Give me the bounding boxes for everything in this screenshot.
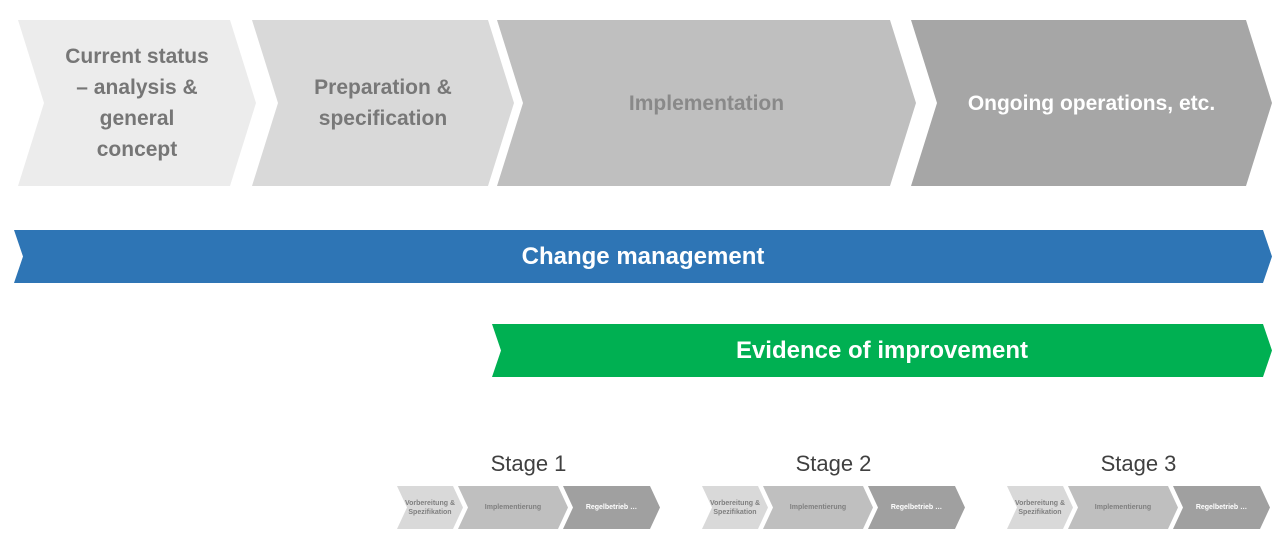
stage-2-group: Stage 2 Vorbereitung & Spezifikation Imp…: [702, 450, 965, 529]
phase-chevron-implementation: Implementation: [497, 20, 916, 186]
stage-2-steps: Vorbereitung & Spezifikation Implementie…: [702, 486, 965, 529]
stage-3-steps: Vorbereitung & Spezifikation Implementie…: [1007, 486, 1270, 529]
stage-1-steps: Vorbereitung & Spezifikation Implementie…: [397, 486, 660, 529]
phase-label: Implementation: [628, 91, 785, 115]
phase-chevron-ongoing-operations: Ongoing operations, etc.: [911, 20, 1272, 186]
evidence-of-improvement-bar: Evidence of improvement: [492, 324, 1272, 377]
mini-step-label: Implementierung: [789, 504, 847, 511]
mini-step-label: Vorbereitung & Spezifikation: [1014, 499, 1066, 516]
phase-label: Preparation & specification: [314, 76, 452, 130]
stage-title: Stage 2: [795, 451, 872, 476]
mini-step-label: Regelbetrieb …: [585, 504, 638, 511]
mini-step-label: Implementierung: [484, 504, 542, 511]
mini-chevron-regelbetrieb: Regelbetrieb …: [1173, 486, 1270, 529]
mini-chevron-vorbereitung: Vorbereitung & Spezifikation: [397, 486, 463, 529]
mini-step-label: Vorbereitung & Spezifikation: [404, 499, 456, 516]
bar-label: Change management: [521, 242, 765, 270]
mini-step-label: Regelbetrieb …: [1195, 504, 1248, 511]
mini-chevron-regelbetrieb: Regelbetrieb …: [868, 486, 965, 529]
phase-label: Ongoing operations, etc.: [967, 91, 1216, 115]
mini-chevron-regelbetrieb: Regelbetrieb …: [563, 486, 660, 529]
mini-chevron-vorbereitung: Vorbereitung & Spezifikation: [702, 486, 768, 529]
phase-label: Current status – analysis & general conc…: [65, 45, 209, 161]
stage-title: Stage 3: [1100, 451, 1177, 476]
stage-1-group: Stage 1 Vorbereitung & Spezifikation Imp…: [397, 450, 660, 529]
mini-step-label: Regelbetrieb …: [890, 504, 943, 511]
mini-chevron-vorbereitung: Vorbereitung & Spezifikation: [1007, 486, 1073, 529]
phase-chevron-current-status: Current status – analysis & general conc…: [18, 20, 256, 186]
bar-label: Evidence of improvement: [735, 336, 1029, 364]
stage-title: Stage 1: [490, 451, 567, 476]
change-management-bar: Change management: [14, 230, 1272, 283]
mini-step-label: Implementierung: [1094, 504, 1152, 511]
stage-3-group: Stage 3 Vorbereitung & Spezifikation Imp…: [1007, 450, 1270, 529]
mini-chevron-implementierung: Implementierung: [763, 486, 873, 529]
mini-chevron-implementierung: Implementierung: [458, 486, 568, 529]
phase-chevron-preparation: Preparation & specification: [252, 20, 514, 186]
mini-step-label: Vorbereitung & Spezifikation: [709, 499, 761, 516]
mini-chevron-implementierung: Implementierung: [1068, 486, 1178, 529]
